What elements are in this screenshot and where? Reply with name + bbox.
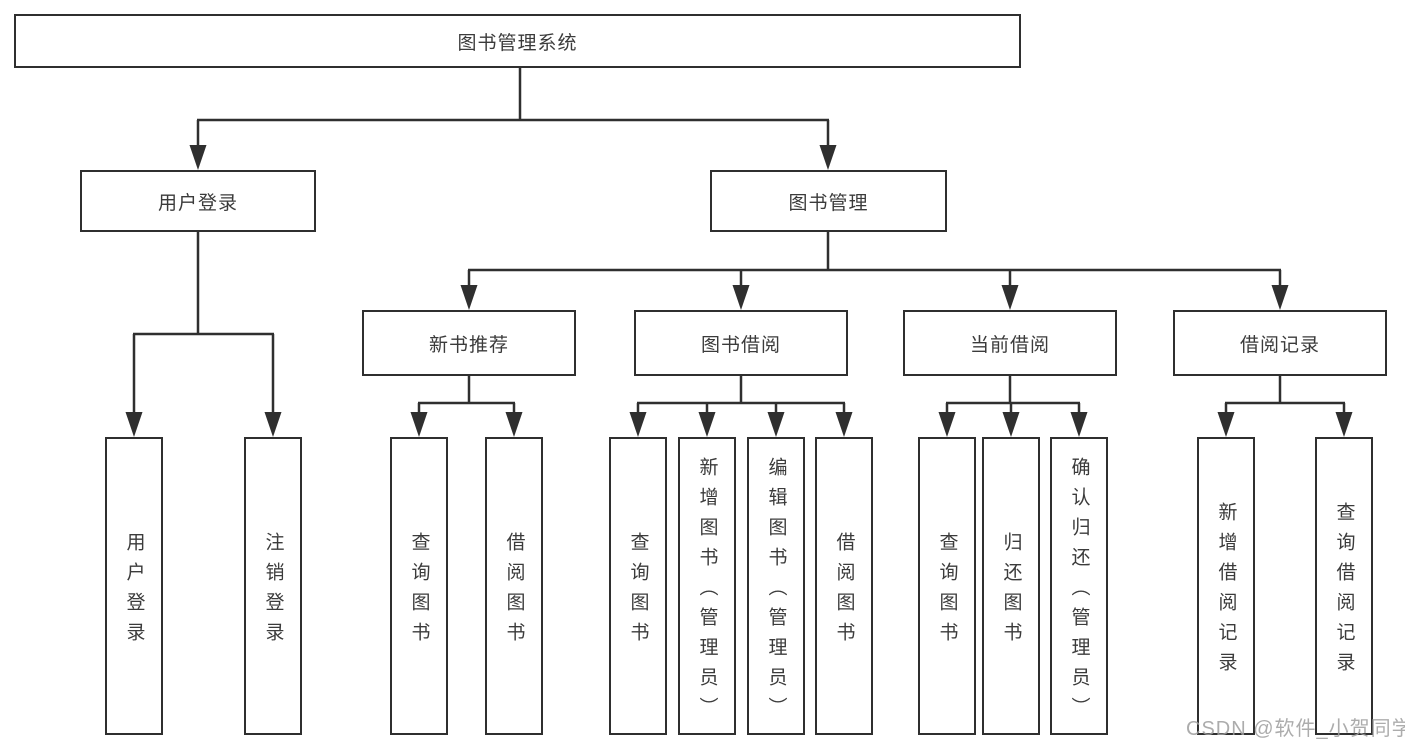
node-library-management-system: 图书管理系统: [14, 14, 1021, 68]
leaf-edit-books-admin: 编辑图书（管理员）: [747, 437, 805, 735]
leaf-label: 借阅图书: [833, 531, 855, 652]
leaf-label: 注销登录: [262, 531, 284, 652]
leaf-query-books: 查询图书: [918, 437, 976, 735]
leaf-query-books: 查询图书: [390, 437, 448, 735]
leaf-label: 查询图书: [936, 531, 958, 652]
node-book-management: 图书管理: [710, 170, 947, 232]
leaf-label: 新增图书（管理员）: [696, 456, 718, 727]
leaf-confirm-return-admin: 确认归还（管理员）: [1050, 437, 1108, 735]
leaf-label: 查询图书: [627, 531, 649, 652]
node-label: 新书推荐: [428, 334, 509, 356]
leaf-label: 编辑图书（管理员）: [765, 456, 787, 727]
leaf-label: 新增借阅记录: [1215, 501, 1237, 682]
leaf-label: 查询图书: [408, 531, 430, 652]
leaf-label: 用户登录: [123, 531, 145, 652]
leaf-borrow-books: 借阅图书: [815, 437, 873, 735]
node-book-borrow: 图书借阅: [634, 310, 848, 376]
leaf-return-books: 归还图书: [982, 437, 1040, 735]
node-new-book-recommend: 新书推荐: [362, 310, 576, 376]
leaf-user-login: 用户登录: [105, 437, 163, 735]
node-label: 当前借阅: [969, 334, 1050, 356]
node-current-borrow: 当前借阅: [903, 310, 1117, 376]
node-label: 用户登录: [157, 192, 238, 214]
node-label: 图书管理系统: [457, 32, 578, 54]
leaf-add-borrow-record: 新增借阅记录: [1197, 437, 1255, 735]
leaf-query-books: 查询图书: [609, 437, 667, 735]
leaf-logout: 注销登录: [244, 437, 302, 735]
leaf-label: 借阅图书: [503, 531, 525, 652]
arrowhead-down-icons: [125, 145, 1353, 437]
csdn-watermark: CSDN @软件_小贺同学: [1186, 718, 1405, 740]
node-label: 图书借阅: [700, 334, 781, 356]
leaf-add-books-admin: 新增图书（管理员）: [678, 437, 736, 735]
leaf-borrow-books: 借阅图书: [485, 437, 543, 735]
node-borrow-records: 借阅记录: [1173, 310, 1387, 376]
node-label: 借阅记录: [1239, 334, 1320, 356]
leaf-label: 归还图书: [1000, 531, 1022, 652]
leaf-label: 确认归还（管理员）: [1068, 456, 1090, 727]
leaf-query-borrow-record: 查询借阅记录: [1315, 437, 1373, 735]
node-label: 图书管理: [788, 192, 869, 214]
node-user-login: 用户登录: [80, 170, 316, 232]
leaf-label: 查询借阅记录: [1333, 501, 1355, 682]
